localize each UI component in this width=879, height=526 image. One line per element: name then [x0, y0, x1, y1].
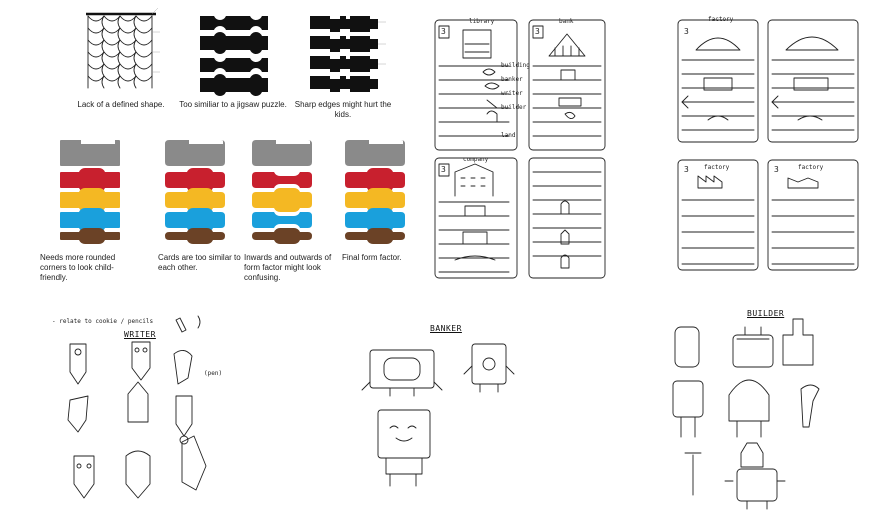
- label-company: company: [463, 156, 489, 163]
- label-building: building: [501, 62, 530, 69]
- tab-piece: [252, 228, 312, 244]
- tab-piece: [345, 208, 405, 232]
- banker-drawings: [361, 343, 515, 487]
- card-sketch-sheet-right: factory factory factory 3 3 3: [668, 10, 868, 285]
- writer-title: WRITER: [124, 330, 156, 339]
- label-writer: writer: [501, 90, 523, 97]
- tab-piece: [60, 188, 120, 212]
- tab-piece: [165, 168, 225, 192]
- label-banker: banker: [501, 76, 523, 83]
- tab-piece: [252, 140, 312, 166]
- card-sketch-sheet-left: library bank company building banker wri…: [425, 10, 615, 285]
- caption-7: Final form factor.: [342, 253, 402, 262]
- color-stacks: [60, 140, 405, 244]
- tab-piece: [252, 188, 312, 212]
- tab-piece: [165, 188, 225, 212]
- card-number-4: 3: [684, 165, 689, 174]
- label-bank: bank: [559, 18, 574, 25]
- tab-piece: [345, 228, 405, 244]
- writer-drawings: [67, 315, 207, 499]
- label-land: land: [501, 132, 516, 139]
- tab-piece: [252, 172, 312, 188]
- builder-sketch-sheet: BUILDER: [665, 305, 835, 515]
- label-factory-2: factory: [798, 164, 824, 171]
- stack-rounded-corners: [60, 140, 120, 244]
- scalloped-grid-shape: [86, 7, 160, 89]
- writer-pen-note: (pen): [204, 370, 223, 377]
- tab-piece: [345, 188, 405, 212]
- tab-piece: [60, 228, 120, 244]
- tab-piece: [60, 208, 120, 232]
- caption-5: Cards are too similar to each other.: [158, 253, 241, 272]
- card-number-1: 3: [441, 27, 446, 36]
- sharp-tabs-shape: [310, 16, 386, 92]
- stack-too-similar: [165, 140, 225, 244]
- caption-3: Sharp edges might hurt the kids.: [294, 100, 392, 119]
- card-number-3: 3: [441, 165, 446, 174]
- label-library: library: [469, 18, 495, 25]
- builder-drawings: [672, 318, 820, 510]
- writer-note: - relate to cookie / pencils: [52, 318, 154, 325]
- tab-piece: [345, 140, 405, 166]
- label-factory-top: factory: [708, 16, 734, 23]
- factory-card-drawing: [677, 19, 859, 271]
- label-builder: builder: [501, 104, 527, 111]
- card-sketch-drawing: [434, 19, 606, 279]
- caption-6: Inwards and outwards of form factor migh…: [244, 253, 332, 282]
- tab-piece: [165, 208, 225, 232]
- writer-sketch-sheet: - relate to cookie / pencils WRITER (pen…: [40, 310, 240, 520]
- banker-title: BANKER: [430, 324, 462, 333]
- tab-piece: [60, 140, 120, 166]
- tab-piece: [345, 168, 405, 192]
- jigsaw-shape: [200, 16, 268, 96]
- tab-piece: [252, 212, 312, 228]
- tab-piece: [165, 140, 225, 166]
- banker-sketch-sheet: BANKER: [360, 320, 520, 510]
- builder-title: BUILDER: [747, 309, 785, 318]
- tab-piece: [165, 228, 225, 244]
- stack-final: [345, 140, 405, 244]
- caption-1: Lack of a defined shape.: [77, 100, 165, 109]
- caption-2: Too similiar to a jigsaw puzzle.: [179, 100, 287, 109]
- stack-inward-outward: [252, 140, 312, 244]
- form-factor-panel: Lack of a defined shape. Too similiar to…: [0, 0, 430, 282]
- card-number-6: 3: [684, 27, 689, 36]
- card-number-2: 3: [535, 27, 540, 36]
- card-number-5: 3: [774, 165, 779, 174]
- tab-piece: [60, 168, 120, 192]
- label-factory-1: factory: [704, 164, 730, 171]
- caption-4: Needs more rounded corners to look child…: [40, 253, 116, 282]
